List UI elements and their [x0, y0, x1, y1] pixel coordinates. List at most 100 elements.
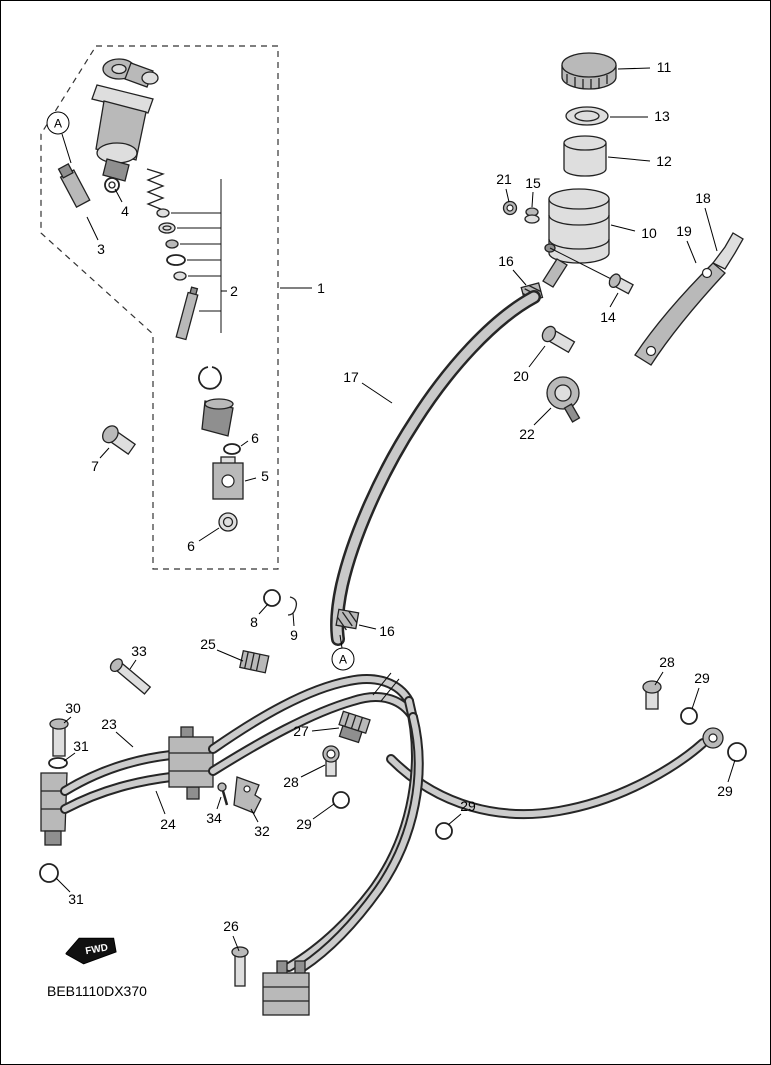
diagram-code: BEB1110DX370 — [47, 983, 147, 999]
hose-left-b-inner — [62, 774, 174, 812]
banjo-eyelet-right — [702, 727, 724, 749]
bolt-part-7 — [102, 425, 137, 456]
part-callout-16b: 16 — [379, 623, 395, 639]
leader-lines — [55, 67, 736, 952]
part-callout-30: 30 — [65, 700, 81, 716]
bracket-18 — [634, 262, 726, 366]
leader-line-19 — [686, 240, 697, 264]
fwd-arrow-icon — [64, 937, 117, 965]
bolt-part-26 — [231, 946, 249, 987]
joint-part-5 — [212, 456, 244, 500]
leader-line-29d — [727, 759, 736, 783]
left-union-fitting — [40, 772, 68, 846]
hose-crossing-marks — [372, 672, 400, 702]
part-callout-22: 22 — [519, 426, 535, 442]
part-callout-27: 27 — [293, 723, 309, 739]
boot — [201, 398, 234, 437]
part-callout-24: 24 — [160, 816, 176, 832]
hose-clamp-16-lower — [335, 608, 360, 631]
part-callout-2: 2 — [230, 283, 238, 299]
hose-left-a-inner — [62, 752, 174, 794]
leader-line-25 — [216, 649, 244, 662]
part-callout-26: 26 — [223, 918, 239, 934]
leader-line-10 — [610, 224, 636, 232]
part-callout-4: 4 — [121, 203, 129, 219]
part-callout-29d: 29 — [717, 783, 733, 799]
assembly-boundary — [40, 45, 279, 570]
leader-line-a-top — [61, 133, 72, 164]
part-callout-28b: 28 — [659, 654, 675, 670]
nut-part-6-lower — [218, 512, 238, 532]
leader-line-29b — [447, 813, 462, 826]
part-callout-17: 17 — [343, 369, 359, 385]
part-callout-29c: 29 — [694, 670, 710, 686]
grommet-part-15 — [524, 207, 540, 224]
bolt-part-20 — [541, 325, 576, 354]
leader-line-23 — [115, 731, 134, 748]
part-callout-16a: 16 — [498, 253, 514, 269]
bolt-part-30 — [49, 718, 69, 757]
part-callout-5: 5 — [261, 468, 269, 484]
leader-line-6b — [198, 527, 220, 542]
diaphragm-13 — [565, 106, 609, 126]
part-callout-12: 12 — [656, 153, 672, 169]
bolt-part-14 — [544, 243, 634, 295]
part-callout-9: 9 — [290, 627, 298, 643]
leader-line-14 — [609, 292, 619, 308]
switch-part-22 — [546, 376, 581, 423]
part-callout-21: 21 — [496, 171, 512, 187]
washer-part-4 — [104, 177, 120, 193]
leader-line-16b — [358, 624, 377, 630]
washer-part-6-upper — [223, 443, 241, 455]
washer-part-29-b — [435, 822, 453, 840]
part-callout-20: 20 — [513, 368, 529, 384]
part-callout-a-mid: A — [331, 647, 355, 671]
reservoir-hose-17-inner — [332, 292, 539, 644]
spring — [146, 168, 165, 211]
washer-part-31-upper — [48, 757, 68, 769]
reservoir-cap-11 — [561, 52, 617, 90]
part-callout-31b: 31 — [68, 891, 84, 907]
leader-line-26 — [232, 935, 240, 952]
part-callout-34: 34 — [206, 810, 222, 826]
connector-part-3 — [57, 163, 91, 208]
leader-line-34 — [216, 796, 222, 810]
leader-line-16a — [512, 269, 527, 286]
brake-hose-right-inner — [388, 740, 706, 818]
reservoir-tank-10 — [542, 188, 610, 288]
leader-line-a-mid — [339, 634, 343, 649]
part-callout-19: 19 — [676, 223, 692, 239]
part-callout-29b: 29 — [460, 798, 476, 814]
part-callout-6a: 6 — [251, 430, 259, 446]
nut-part-21 — [502, 200, 518, 216]
hook-19 — [712, 232, 744, 270]
hose-clamp-25 — [239, 649, 270, 674]
leader-line-29a — [312, 803, 335, 820]
part-callout-31a: 31 — [73, 738, 89, 754]
leader-line-7 — [99, 447, 110, 459]
junction-block-23 — [168, 726, 214, 800]
repair-kit-stack — [156, 179, 222, 390]
o-ring-part-8 — [263, 589, 281, 607]
leader-line-18 — [704, 207, 718, 252]
part-callout-a-top: A — [46, 111, 70, 135]
part-callout-13: 13 — [654, 108, 670, 124]
screw-part-34 — [217, 782, 229, 806]
leader-line-22 — [533, 407, 552, 426]
part-callout-18: 18 — [695, 190, 711, 206]
fwd-label: FWD — [85, 942, 109, 957]
bracket-part-32 — [233, 776, 262, 814]
washer-part-31-lower — [39, 863, 59, 883]
leader-line-32 — [250, 808, 259, 823]
leader-line-28b — [654, 671, 664, 686]
leader-line-11 — [617, 67, 651, 70]
part-callout-11: 11 — [656, 59, 672, 75]
leader-line-21 — [505, 188, 510, 203]
leader-line-4 — [114, 188, 123, 203]
hose-mid-d-inner — [210, 694, 416, 774]
part-callout-7: 7 — [91, 458, 99, 474]
washer-part-29-c — [680, 707, 698, 725]
leader-line-15 — [531, 191, 534, 208]
part-callout-3: 3 — [97, 241, 105, 257]
